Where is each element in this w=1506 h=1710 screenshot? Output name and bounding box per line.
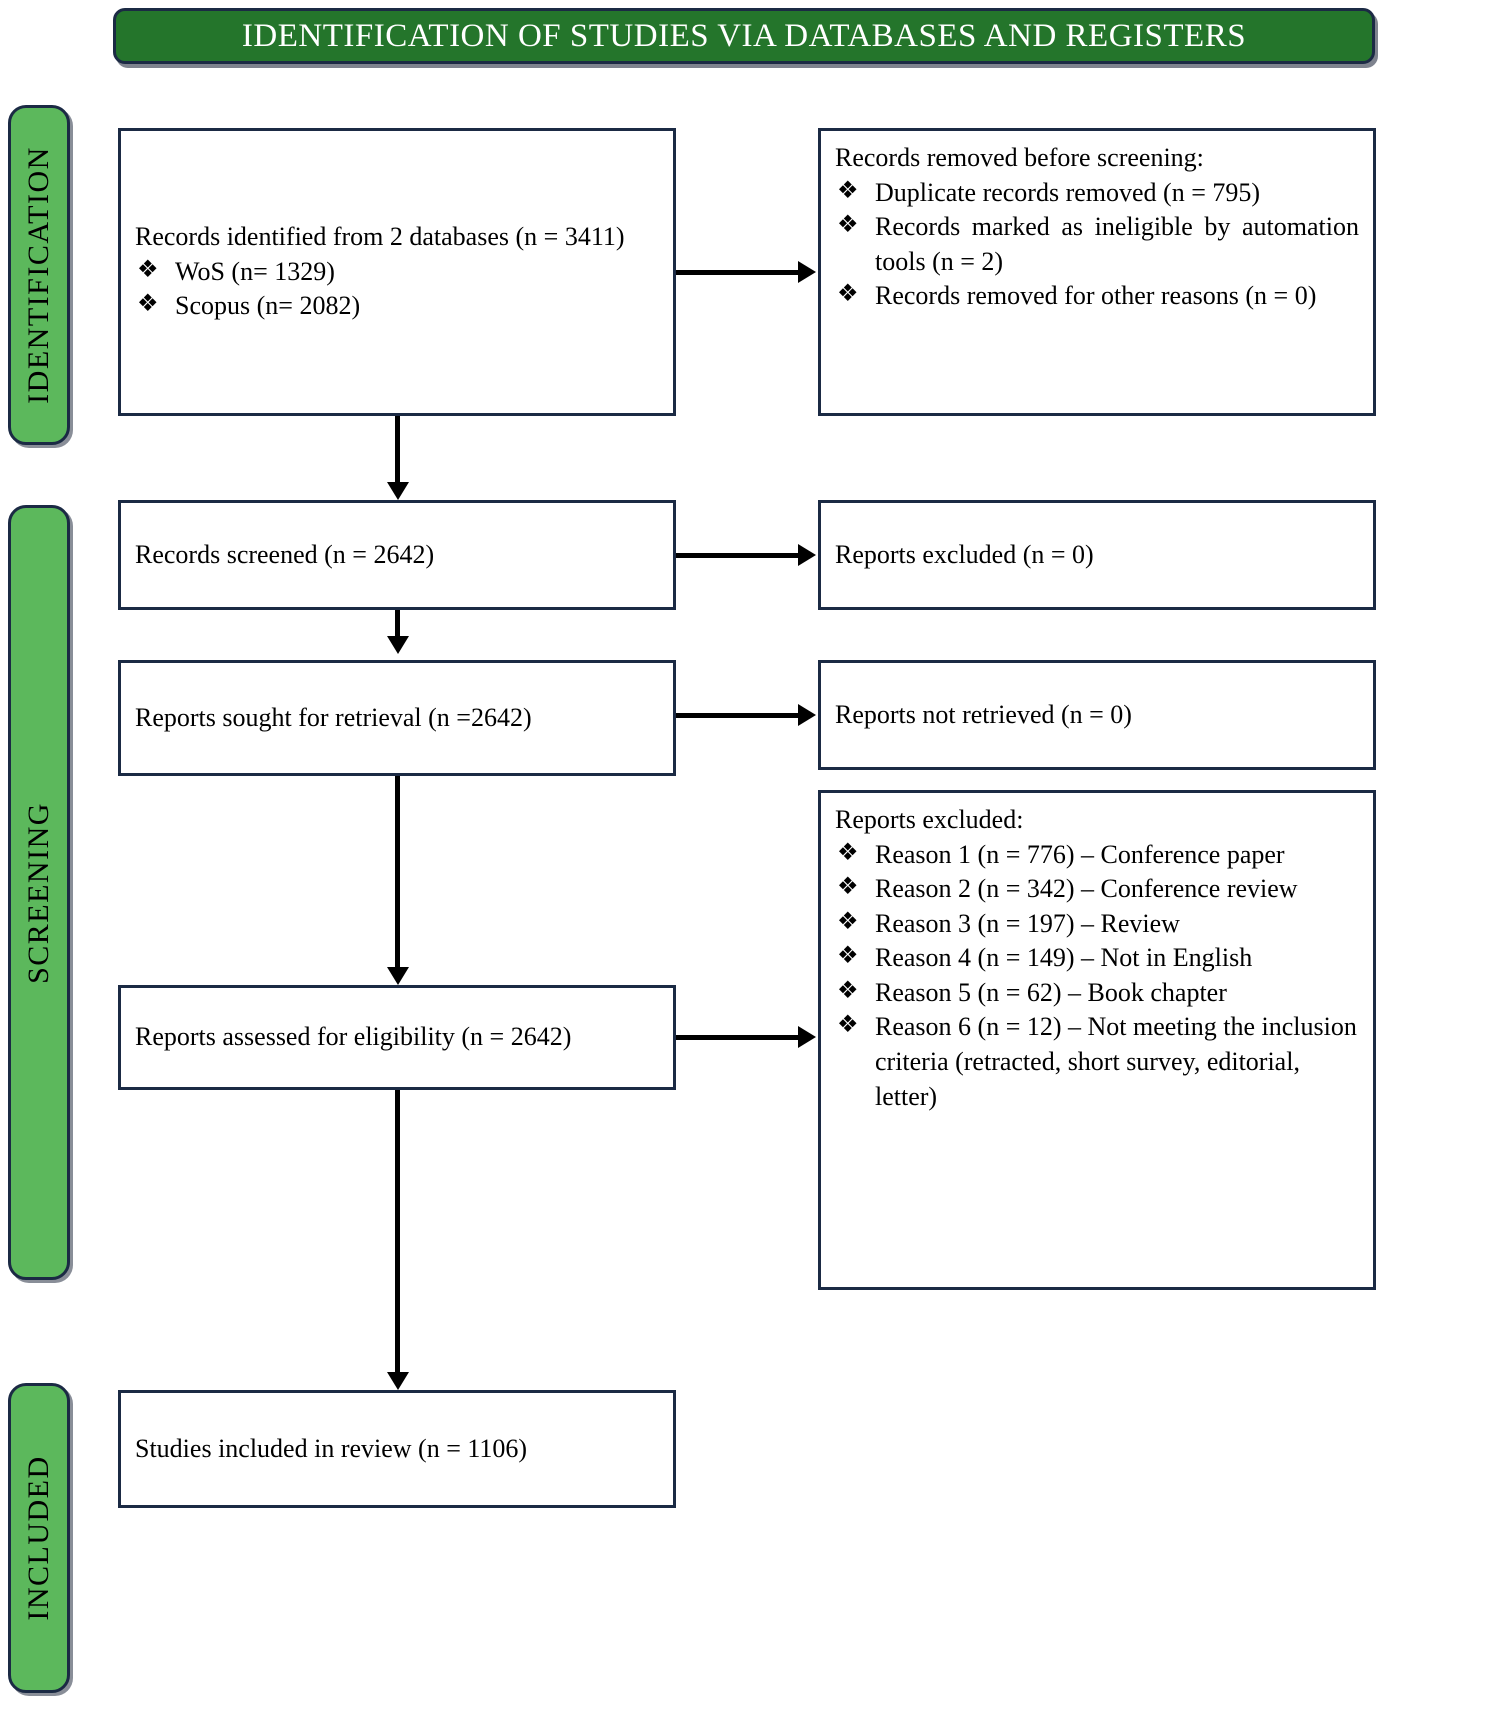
records-removed-reasons: Duplicate records removed (n = 795) Reco… bbox=[835, 176, 1359, 314]
reports-excluded-reason-list: Reason 1 (n = 776) – Conference paper Re… bbox=[835, 838, 1359, 1115]
records-identified-lead: Records identified from 2 databases (n =… bbox=[135, 222, 625, 252]
list-item: Records removed for other reasons (n = 0… bbox=[835, 279, 1359, 314]
stage-tab-identification: IDENTIFICATION bbox=[8, 105, 70, 445]
box-reports-excluded-reasons: Reports excluded: Reason 1 (n = 776) – C… bbox=[818, 790, 1376, 1290]
diagram-header-banner: IDENTIFICATION OF STUDIES VIA DATABASES … bbox=[113, 8, 1375, 64]
studies-included-lead: Studies included in review (n = 1106) bbox=[135, 1433, 528, 1463]
list-item: Reason 1 (n = 776) – Conference paper bbox=[835, 838, 1359, 873]
records-identified-sources: WoS (n= 1329) Scopus (n= 2082) bbox=[135, 255, 659, 324]
list-item: Reason 3 (n = 197) – Review bbox=[835, 907, 1359, 942]
list-item: Reason 4 (n = 149) – Not in English bbox=[835, 941, 1359, 976]
arrow-assessed-to-included bbox=[387, 1372, 409, 1390]
arrow-sought-to-assessed bbox=[387, 967, 409, 985]
connector-assessed-to-included bbox=[395, 1090, 400, 1372]
page-title: IDENTIFICATION OF STUDIES VIA DATABASES … bbox=[241, 17, 1247, 54]
arrow-identified-to-screened bbox=[387, 482, 409, 500]
arrow-screened-to-sought bbox=[387, 636, 409, 654]
connector-identified-to-screened bbox=[395, 416, 400, 482]
stage-label-screening: SCREENING bbox=[22, 801, 55, 984]
stage-tab-screening: SCREENING bbox=[8, 505, 70, 1280]
arrow-assessed-to-reasons bbox=[798, 1026, 816, 1048]
connector-sought-to-notretrieved bbox=[676, 713, 798, 718]
connector-identified-to-removed bbox=[676, 270, 798, 275]
box-reports-not-retrieved: Reports not retrieved (n = 0) bbox=[818, 660, 1376, 770]
list-item: WoS (n= 1329) bbox=[135, 255, 659, 290]
reports-excluded-reasons-lead: Reports excluded: bbox=[835, 805, 1024, 834]
reports-sought-lead: Reports sought for retrieval (n =2642) bbox=[135, 702, 532, 732]
reports-not-retrieved-lead: Reports not retrieved (n = 0) bbox=[835, 699, 1132, 729]
records-screened-lead: Records screened (n = 2642) bbox=[135, 539, 435, 569]
list-item: Reason 5 (n = 62) – Book chapter bbox=[835, 976, 1359, 1011]
list-item: Records marked as ineligible by automati… bbox=[835, 210, 1359, 279]
stage-label-included: INCLUDED bbox=[22, 1455, 55, 1621]
stage-label-identification: IDENTIFICATION bbox=[22, 146, 55, 404]
arrow-screened-to-excluded bbox=[798, 544, 816, 566]
connector-screened-to-excluded bbox=[676, 553, 798, 558]
box-records-identified: Records identified from 2 databases (n =… bbox=[118, 128, 676, 416]
stage-tab-included: INCLUDED bbox=[8, 1383, 70, 1693]
records-removed-lead: Records removed before screening: bbox=[835, 143, 1204, 172]
list-item: Reason 2 (n = 342) – Conference review bbox=[835, 872, 1359, 907]
reports-excluded-zero-lead: Reports excluded (n = 0) bbox=[835, 539, 1094, 569]
box-reports-sought-for-retrieval: Reports sought for retrieval (n =2642) bbox=[118, 660, 676, 776]
list-item: Reason 6 (n = 12) – Not meeting the incl… bbox=[835, 1010, 1359, 1114]
box-records-screened: Records screened (n = 2642) bbox=[118, 500, 676, 610]
list-item: Duplicate records removed (n = 795) bbox=[835, 176, 1359, 211]
arrow-identified-to-removed bbox=[798, 261, 816, 283]
connector-screened-to-sought bbox=[395, 610, 400, 636]
arrow-sought-to-notretrieved bbox=[798, 704, 816, 726]
box-records-removed-before-screening: Records removed before screening: Duplic… bbox=[818, 128, 1376, 416]
box-reports-assessed-for-eligibility: Reports assessed for eligibility (n = 26… bbox=[118, 985, 676, 1090]
connector-assessed-to-reasons bbox=[676, 1035, 798, 1040]
reports-assessed-lead: Reports assessed for eligibility (n = 26… bbox=[135, 1022, 572, 1052]
box-studies-included-in-review: Studies included in review (n = 1106) bbox=[118, 1390, 676, 1508]
list-item: Scopus (n= 2082) bbox=[135, 289, 659, 324]
box-reports-excluded-zero: Reports excluded (n = 0) bbox=[818, 500, 1376, 610]
connector-sought-to-assessed bbox=[395, 776, 400, 967]
